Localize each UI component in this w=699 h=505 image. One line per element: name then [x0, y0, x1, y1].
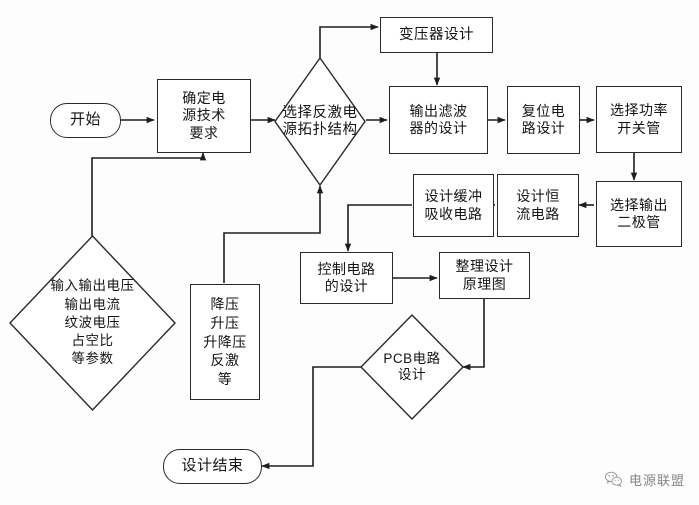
node-reset-circuit[interactable]: 复位电 路设计 [507, 86, 580, 154]
edge-topology-to-transformer [319, 23, 379, 62]
edge-parameters-to-requirements [91, 152, 207, 236]
node-power-switch[interactable]: 选择功率 开关管 [596, 86, 682, 153]
watermark-label: 电源联盟 [628, 473, 685, 488]
pcb-diamond-shape [360, 314, 464, 420]
node-end[interactable]: 设计结束 [163, 449, 262, 484]
watermark: 电源联盟 [604, 470, 685, 489]
node-output-diode[interactable]: 选择输出 二极管 [596, 181, 682, 247]
node-topology-options[interactable]: 降压 升压 升降压 反激 等 [190, 284, 260, 400]
node-start[interactable]: 开始 [50, 103, 121, 138]
edge-snubber-to-control [344, 204, 412, 252]
node-output-filter[interactable]: 输出滤波 器的设计 [389, 86, 488, 154]
node-control-circuit[interactable]: 控制电路 的设计 [300, 252, 393, 304]
node-schematic[interactable]: 整理设计 原理图 [439, 252, 530, 299]
edge-pcb-to-end [261, 366, 361, 470]
node-transformer[interactable]: 变压器设计 [380, 17, 493, 53]
wechat-icon [604, 471, 622, 488]
node-constant-current[interactable]: 设计恒 流电路 [497, 174, 579, 237]
node-topology[interactable]: 选择反激电 源拓扑结构 [274, 56, 366, 187]
node-snubber[interactable]: 设计缓冲 吸收电路 [413, 174, 494, 237]
topology-diamond-shape [274, 56, 366, 187]
node-pcb[interactable]: PCB电路 设计 [360, 314, 464, 420]
node-requirements[interactable]: 确定电 源技术 要求 [157, 79, 251, 153]
parameters-diamond-shape [9, 234, 176, 412]
edge-schematic-to-pcb [462, 298, 485, 371]
node-parameters[interactable]: 输入输出电压 输出电流 纹波电压 占空比 等参数 [9, 234, 176, 412]
edge-options-to-topology [223, 185, 324, 283]
